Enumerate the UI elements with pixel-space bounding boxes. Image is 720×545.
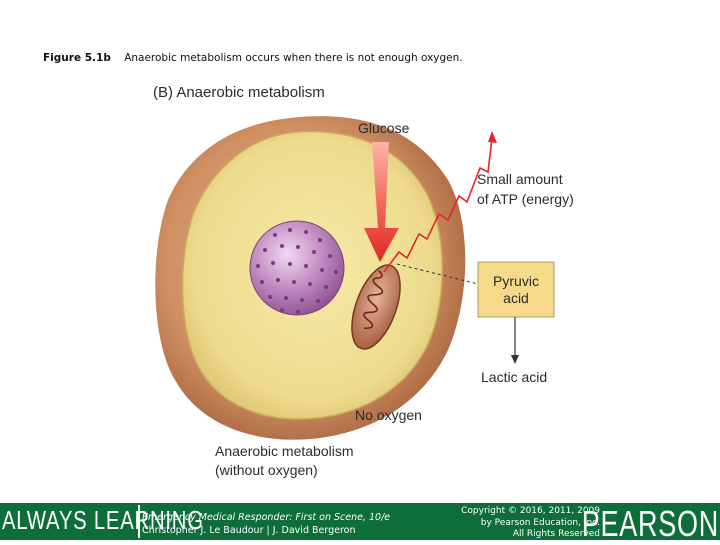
book-authors: Christopher J. Le Baudour | J. David Ber… — [142, 524, 390, 537]
anaerobic-caption: Anaerobic metabolism (without oxygen) — [215, 442, 354, 480]
anaerobic-caption-line2: (without oxygen) — [215, 461, 354, 480]
anaerobic-caption-line1: Anaerobic metabolism — [215, 442, 354, 461]
book-citation: Emergency Medical Responder: First on Sc… — [142, 511, 390, 537]
copyright-notice: Copyright © 2016, 2011, 2009 by Pearson … — [461, 506, 600, 541]
atp-label: Small amount of ATP (energy) — [477, 169, 574, 209]
lactic-acid-label: Lactic acid — [481, 369, 547, 385]
footer-divider — [138, 505, 140, 538]
anaerobic-metabolism-diagram — [0, 0, 720, 500]
copyright-line3: All Rights Reserved — [461, 529, 600, 541]
pyruvic-label-line1: Pyruvic — [478, 273, 554, 290]
glucose-label: Glucose — [358, 120, 409, 136]
book-title: Emergency Medical Responder: First on Sc… — [142, 511, 390, 524]
copyright-line1: Copyright © 2016, 2011, 2009 — [461, 506, 600, 518]
atp-label-line2: of ATP (energy) — [477, 189, 574, 209]
nucleus — [250, 221, 344, 315]
diagram-title: (B) Anaerobic metabolism — [153, 84, 325, 101]
pyruvic-acid-label: Pyruvic acid — [478, 273, 554, 307]
footer-bar: ALWAYS LEARNING Emergency Medical Respon… — [0, 503, 720, 540]
copyright-line2: by Pearson Education, Inc. — [461, 518, 600, 530]
pyruvic-label-line2: acid — [478, 290, 554, 307]
atp-arrowhead — [488, 131, 497, 143]
pearson-logo: PEARSON — [582, 503, 719, 545]
atp-label-line1: Small amount — [477, 169, 574, 189]
no-oxygen-label: No oxygen — [355, 407, 422, 423]
lactic-arrowhead — [511, 355, 519, 364]
